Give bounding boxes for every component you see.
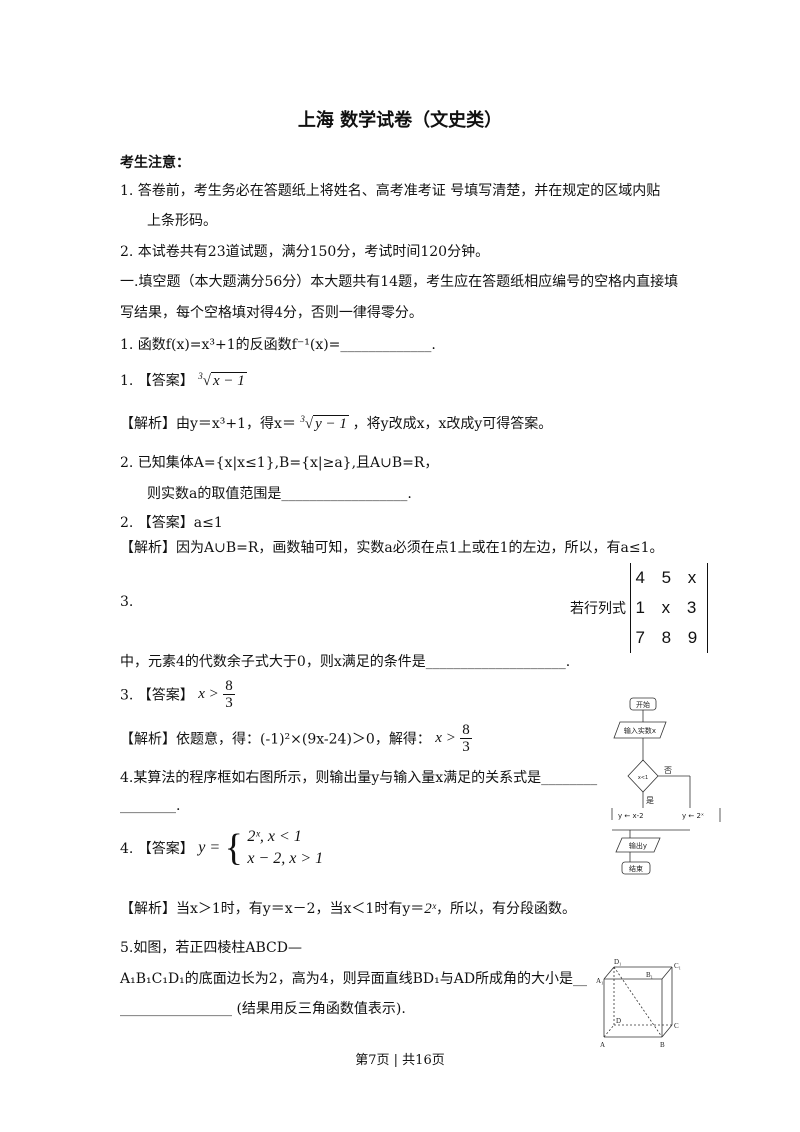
answer-3-numerator: 8	[223, 678, 235, 695]
flow-start-label: 开始	[636, 700, 650, 709]
answer-1-label: 1. 【答案】	[120, 373, 194, 389]
question-2-line-1: 2. 已知集体A={x|x≤1},B={x|≥a},且A∪B=R，	[120, 455, 439, 471]
prism-label-b1: B₁	[646, 971, 653, 979]
answer-3: 3. 【答案】 x > 8 3	[120, 678, 235, 711]
explanation-3-math: x >	[435, 730, 456, 746]
explanation-3-pre: 【解析】依题意，得：(-1)²×(9x-24)＞0，解得：	[120, 731, 431, 748]
flow-end-label: 结束	[629, 864, 643, 873]
flow-output-label: 输出y	[629, 841, 647, 850]
flow-yes-label: 是	[646, 796, 654, 805]
question-5-line-3: ________________ (结果用反三角函数值表示).	[120, 1001, 406, 1017]
explanation-1-pre: 【解析】由y＝x³+1，得x＝	[120, 416, 296, 432]
explanation-1-root-index: 3	[300, 414, 305, 424]
explanation-3-fraction: 8 3	[460, 722, 472, 755]
answer-2: 2. 【答案】a≤1	[120, 515, 223, 531]
answer-1-root-index: 3	[198, 371, 203, 381]
explanation-4-pre: 【解析】当x＞1时，有y＝x－2，当x＜1时有y＝	[120, 901, 425, 917]
explanation-1-radicand: y − 1	[313, 415, 349, 432]
page-title: 上海 数学试卷（文史类）	[297, 110, 503, 131]
answer-1: 1. 【答案】 3√x − 1	[120, 371, 247, 389]
answer-4-piece-2: x − 2, x > 1	[247, 850, 324, 867]
question-4-line-1: 4.某算法的程序框如右图所示，则输出量y与输入量x满足的关系式是________	[120, 770, 598, 786]
explanation-2: 【解析】因为A∪B=R，画数轴可知，实数a必须在点1上或在1的左边，所以，有a≤…	[120, 540, 664, 556]
answer-3-math: x >	[198, 686, 219, 702]
section-1-line-1: 一.填空题（本大题满分56分）本大题共有14题，考生应在答题纸相应编号的空格内直…	[120, 274, 679, 290]
flowchart-figure: 开始 输入实数x x<1 否 是 y ← x-2 y ← 2ˣ 输出y 结束	[611, 697, 721, 875]
determinant-row-3: 7 8 9	[635, 628, 704, 647]
explanation-3: 【解析】依题意，得：(-1)²×(9x-24)＞0，解得： x > 8 3	[120, 722, 472, 755]
question-3-line-2: 中，元素4的代数余子式大于0，则x满足的条件是_________________…	[120, 654, 571, 670]
explanation-4-math: 2ˣ	[424, 901, 436, 917]
answer-3-label: 3. 【答案】	[120, 687, 194, 704]
answer-4-lhs: y =	[198, 839, 221, 856]
prism-label-c1: C₁	[674, 962, 681, 970]
determinant: 4 5 x 1 x 3 7 8 9	[630, 563, 709, 653]
answer-1-radicand: x − 1	[211, 372, 247, 389]
flow-input-label: 输入实数x	[624, 726, 656, 735]
notice-2: 2. 本试卷共有23道试题，满分150分，考试时间120分钟。	[120, 244, 490, 260]
notice-heading: 考生注意：	[120, 155, 190, 171]
prism-label-c: C	[674, 1022, 679, 1030]
explanation-1: 【解析】由y＝x³+1，得x＝ 3√y − 1 ，将y改成x，x改成y可得答案。	[120, 414, 553, 432]
section-1-line-2: 写结果，每个空格填对得4分，否则一律得零分。	[120, 305, 423, 321]
answer-4-pieces: 2ˣ, x < 1 x − 2, x > 1	[247, 826, 323, 870]
explanation-3-denominator: 3	[462, 739, 470, 755]
flow-right-assign: y ← 2ˣ	[682, 812, 704, 820]
prism-label-d1: D₁	[614, 958, 622, 966]
question-2-line-2: 则实数a的取值范围是__________________.	[147, 486, 412, 502]
question-5-line-1: 5.如图，若正四棱柱ABCD—	[120, 940, 302, 956]
flow-no-label: 否	[664, 766, 672, 775]
answer-3-fraction: 8 3	[223, 678, 235, 711]
flow-output-box	[615, 837, 661, 853]
page-footer: 第7页 | 共16页	[355, 1053, 445, 1068]
question-3-determinant-block: 若行列式 4 5 x 1 x 3 7 8 9	[570, 563, 709, 653]
determinant-row-2: 1 x 3	[635, 598, 703, 617]
explanation-3-numerator: 8	[460, 722, 472, 739]
flow-end-box	[621, 861, 651, 875]
prism-label-a1: A₁	[596, 977, 604, 985]
question-4-line-2: ________.	[120, 798, 181, 814]
explanation-1-post: ，将y改成x，x改成y可得答案。	[352, 416, 553, 432]
question-3-number: 3.	[120, 594, 134, 610]
answer-4-piece-1: 2ˣ, x < 1	[247, 828, 302, 845]
question-1: 1. 函数f(x)=x³+1的反函数f⁻¹(x)=_____________.	[120, 337, 436, 353]
notice-1-line-2: 上条形码。	[147, 213, 217, 229]
explanation-4-post: ，所以，有分段函数。	[435, 901, 576, 917]
question-3-pre: 若行列式	[570, 601, 626, 617]
question-5-line-2: A₁B₁C₁D₁的底面边长为2，高为4，则异面直线BD₁与AD所成角的大小是__	[120, 971, 588, 987]
determinant-row-1: 4 5 x	[635, 568, 703, 587]
flow-input-box	[613, 721, 667, 739]
answer-4: 4. 【答案】 y = { 2ˣ, x < 1 x − 2, x > 1	[120, 826, 323, 870]
explanation-4: 【解析】当x＞1时，有y＝x－2，当x＜1时有y＝2ˣ，所以，有分段函数。	[120, 898, 576, 918]
notice-1-line-1: 1. 答卷前，考生务必在答题纸上将姓名、高考准考证 号填写清楚，并在规定的区域内…	[120, 183, 661, 199]
answer-3-denominator: 3	[225, 695, 233, 711]
piecewise-brace: {	[224, 827, 243, 869]
flow-decision-label: x<1	[638, 775, 648, 781]
prism-label-d: D	[616, 1017, 621, 1025]
flow-left-assign: y ← x-2	[618, 812, 644, 820]
answer-4-label: 4. 【答案】	[120, 841, 194, 857]
prism-label-b: B	[660, 1041, 665, 1049]
prism-figure: D₁ C₁ A₁ B₁ D C A B	[596, 958, 681, 1049]
prism-label-a: A	[600, 1041, 605, 1049]
